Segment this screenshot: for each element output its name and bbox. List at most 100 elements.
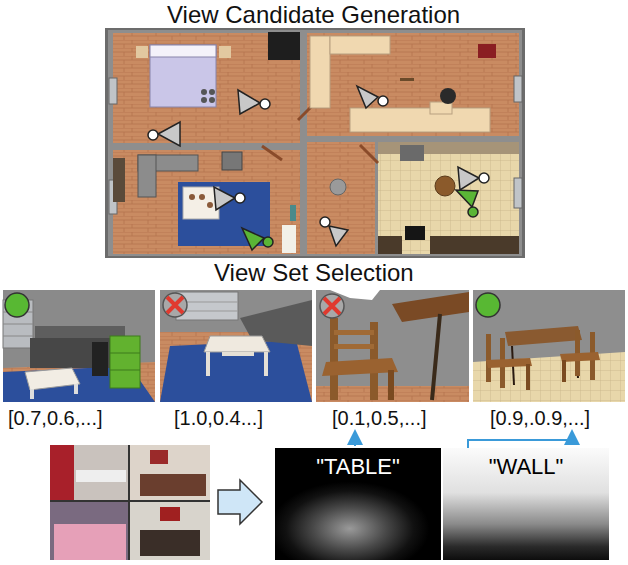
floor-plan-part (456, 190, 478, 207)
rendered-view (3, 290, 155, 402)
rendered-view-part (432, 314, 440, 400)
rendered-view-part (316, 290, 469, 402)
class-label: "WALL" (443, 454, 609, 480)
floor-plan-part (113, 33, 300, 143)
photo-collage-part (130, 445, 210, 500)
floor-plan-part (209, 89, 215, 95)
rendered-view-part (110, 353, 140, 370)
floor-plan-part (201, 89, 207, 95)
rendered-view-part (486, 334, 491, 382)
floor-plan-part (260, 99, 270, 109)
heatmap-image: "TABLE" (275, 448, 441, 560)
rendered-view-part (505, 326, 582, 346)
photo-collage-part (50, 445, 74, 500)
indicator-line (355, 437, 572, 448)
floor-plan-part (108, 30, 522, 256)
floor-plan-part (148, 130, 158, 140)
photo-collage-part (50, 502, 128, 560)
floor-plan-part (262, 146, 282, 160)
reject-mark-part (324, 298, 340, 314)
floor-plan-part (478, 44, 496, 58)
floor-plan-part (235, 193, 245, 203)
floor-plan-part (468, 207, 478, 217)
rendered-view-part (334, 344, 374, 349)
rendered-view-part (388, 370, 394, 400)
floor-plan-part (209, 97, 215, 103)
photo-collage-part (150, 450, 168, 464)
reject-mark-part (167, 297, 183, 313)
rendered-view-part (110, 336, 140, 388)
rendered-view-part (264, 352, 268, 376)
photo-collage-part (160, 507, 180, 521)
floor-plan-part (307, 142, 375, 254)
rendered-view (473, 290, 625, 402)
floor-plan-part (113, 158, 125, 202)
floor-plan-part (479, 173, 489, 183)
rendered-view-part (562, 360, 566, 382)
floor-plan-part (150, 45, 216, 107)
floor-plan-part (514, 76, 522, 102)
rendered-view-part (392, 292, 469, 322)
rendered-view-part (334, 330, 374, 335)
rendered-view-part (74, 384, 78, 394)
floor-plan-part (350, 108, 490, 132)
floor-plan-part (199, 194, 205, 200)
floor-plan-part (282, 225, 296, 253)
class-label: "TABLE" (275, 454, 441, 480)
floor-plan-part (138, 155, 156, 197)
floor-plan-part (242, 228, 264, 250)
floor-plan-part (158, 122, 180, 146)
rendered-view-part (25, 368, 80, 390)
rendered-view-part (160, 290, 312, 402)
floor-plan-part (238, 90, 260, 114)
floor-plan-part (329, 226, 348, 246)
floor-plan-part (222, 152, 242, 170)
rendered-view-part (526, 364, 530, 390)
floor-plan (105, 28, 525, 258)
photo-collage-part (140, 474, 206, 496)
floor-plan-part (201, 97, 207, 103)
photo-collage-part (50, 445, 128, 500)
floor-plan-part (219, 46, 231, 58)
floor-plan-part (435, 176, 455, 196)
rendered-view-part (486, 358, 532, 368)
floor-plan-part (330, 36, 390, 54)
flow-arrow-part (218, 480, 262, 524)
flow-arrow (218, 480, 262, 524)
floor-plan-part (400, 145, 424, 161)
rendered-view-part (473, 352, 625, 402)
accept-mark-part (5, 293, 29, 317)
heatmap-image: "WALL" (443, 448, 609, 560)
rendered-view-part (3, 290, 155, 402)
floor-plan-part (150, 45, 216, 57)
rendered-view-part (322, 358, 398, 376)
floor-plan-part (514, 178, 522, 208)
photo-collage-part (54, 524, 126, 560)
score-vector: [0.9,.0.9,...] (490, 407, 590, 430)
rendered-view-part (222, 352, 254, 356)
score-vector: [1.0,0.4...] (174, 407, 263, 430)
reject-mark-part (163, 293, 187, 317)
rendered-view-part (206, 352, 210, 376)
reject-mark (320, 294, 344, 318)
floor-plan-part (400, 78, 414, 81)
floor-plan-part (405, 226, 425, 240)
rendered-view (160, 290, 312, 402)
score-vector: [0.1,0.5,...] (332, 407, 427, 430)
floor-plan-part (440, 88, 456, 104)
floor-plan-part (207, 202, 213, 208)
rendered-view-part (473, 290, 625, 402)
floor-plan-part (268, 32, 300, 60)
floor-plan-part (113, 150, 300, 254)
reject-mark-part (320, 294, 344, 318)
accept-mark-part (476, 293, 500, 317)
floor-plan-part (263, 237, 273, 247)
indicator-line-part (354, 437, 356, 446)
floor-plan-part (360, 145, 378, 163)
floor-plan-part (320, 217, 330, 227)
floor-plan-part (214, 187, 235, 210)
floor-plan-part (290, 205, 296, 221)
photo-collage-part (76, 470, 126, 482)
floor-plan-part (310, 36, 330, 108)
rendered-view-part (204, 336, 270, 352)
